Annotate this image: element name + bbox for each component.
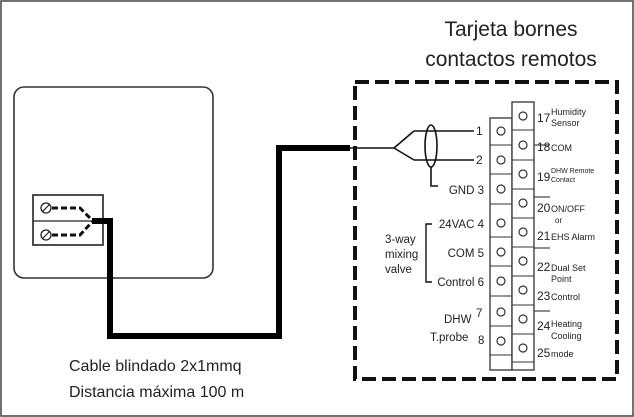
terminal-21-number: 21 [537,229,551,243]
terminal-22-label-a: Dual Set [551,263,586,273]
left-terminal-screw-icon [496,307,506,317]
left-terminal-screw-icon [496,184,506,194]
terminal-25-label: mode [551,349,574,359]
terminal-1-label: 1 [476,124,483,138]
dhw-label: DHW [444,314,472,326]
left-terminal-screw-icon [496,155,506,165]
valve-label-line3: valve [385,264,412,276]
valve-label-line2: mixing [385,249,418,261]
left-terminal-screw-icon [496,218,506,228]
left-terminal-screw-icon [496,247,506,257]
cable-caption-line1: Cable blindado 2x1mmq [69,358,242,375]
terminal-17-label-a: Humidity [551,107,587,117]
terminal-18-label: COM [551,143,572,153]
terminal-4-24vac-label: 24VAC 4 [439,219,485,231]
terminal-20-label: ON/OFF [551,204,585,214]
terminal-20-number: 20 [537,201,551,215]
left-terminal-screw-icon [496,276,506,286]
terminal-17-number: 17 [537,111,551,125]
terminal-19-label-a: DHW Remote [551,168,594,175]
terminal-21-label: EHS Alarm [551,232,595,242]
right-terminal-screw-icon [518,140,528,150]
right-terminal-screw-icon [518,198,528,208]
terminal-19-number: 19 [537,170,551,184]
terminal-8-number: 8 [478,335,484,347]
terminal-24-label-a: Heating [551,319,582,329]
left-terminal-screw-icon [496,336,506,346]
terminal-23-number: 23 [537,289,551,303]
right-terminal-screw-icon [518,314,528,324]
terminal-22-number: 22 [537,260,551,274]
terminal-3-gnd-label: GND 3 [449,185,484,197]
terminal-25-number: 25 [537,346,551,360]
shield-ground-wire [430,167,438,187]
terminal-board-frame [353,80,619,381]
terminal-24-number: 24 [537,319,551,333]
terminal-19-label-b: Contact [551,177,575,184]
shielded-cable [92,145,350,339]
terminal-2-label: 2 [476,153,483,167]
terminal-7-number: 7 [476,308,482,320]
terminal-5-com-label: COM 5 [448,248,484,260]
right-terminal-screw-icon [518,227,528,237]
cable-caption-line2: Distancia máxima 100 m [69,384,244,401]
right-terminal-screw-icon [518,343,528,353]
left-terminal-screw-icon [496,126,506,136]
terminal-24-label-b: Cooling [551,331,582,341]
right-terminal-screw-icon [518,169,528,179]
remote-device [13,86,214,279]
terminal-18-number: 18 [537,140,551,154]
valve-bracket [425,223,432,283]
right-terminal-screw-icon [518,111,528,121]
board-title-line1: Tarjeta bornes [444,18,577,41]
terminal-23-label: Control [551,292,580,302]
board-title-line2: contactos remotos [425,48,597,71]
terminal-22-label-b: Point [551,274,572,284]
valve-label-line1: 3-way [385,234,416,246]
right-terminal-screw-icon [518,256,528,266]
terminal-17-label-b: Sensor [551,118,580,128]
or-label: or [555,216,562,225]
terminal-6-control-label: Control 6 [437,277,484,289]
right-terminal-screw-icon [518,285,528,295]
tprobe-label: T.probe [430,332,468,344]
